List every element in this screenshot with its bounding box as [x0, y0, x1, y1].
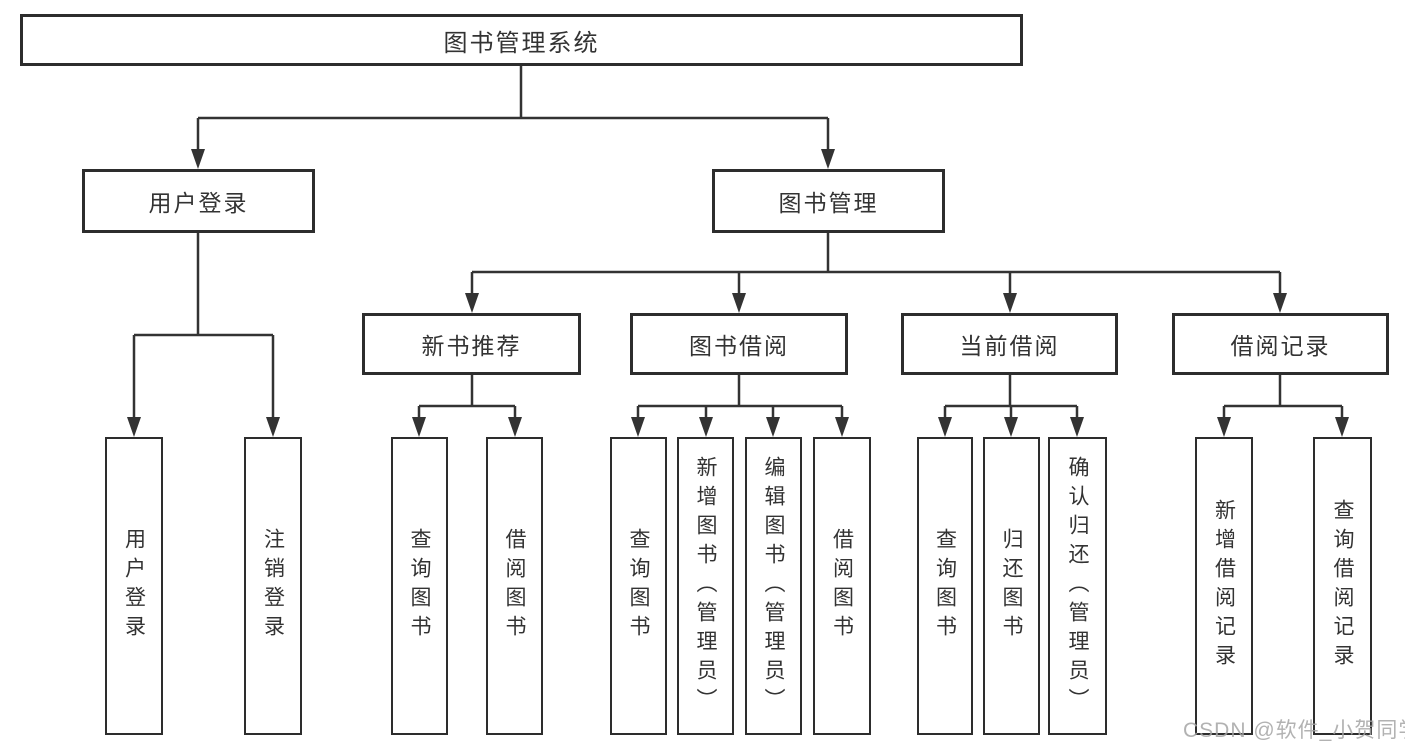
- leaf-return-books: 归还图书: [983, 437, 1040, 735]
- node-borrowing-records-label: 借阅记录: [1230, 333, 1331, 359]
- node-book-borrowing: 图书借阅: [630, 313, 848, 375]
- leaf-borrow-books: 借阅图书: [813, 437, 871, 735]
- watermark: CSDN @软件_小贺同学: [1183, 719, 1405, 742]
- leaf-add-borrow-record: 新增借阅记录: [1195, 437, 1253, 735]
- leaf-edit-book-admin: 编辑图书（管理员）: [745, 437, 802, 735]
- leaf-query-books-borrow-label: 查询图书: [627, 528, 650, 644]
- leaf-query-books-current: 查询图书: [917, 437, 973, 735]
- leaf-add-book-admin-label: 新增图书（管理员）: [694, 455, 717, 717]
- node-book-management-label: 图书管理: [778, 190, 879, 216]
- leaf-query-borrow-record: 查询借阅记录: [1313, 437, 1372, 735]
- leaf-confirm-return-admin-label: 确认归还（管理员）: [1066, 455, 1089, 717]
- leaf-user-login-label: 用户登录: [122, 528, 146, 644]
- leaf-query-books-recommend: 查询图书: [391, 437, 448, 735]
- leaf-query-books-current-label: 查询图书: [933, 528, 957, 644]
- leaf-query-borrow-record-label: 查询借阅记录: [1331, 499, 1354, 673]
- node-current-borrowing-label: 当前借阅: [959, 333, 1060, 359]
- node-new-book-recommend: 新书推荐: [362, 313, 581, 375]
- leaf-borrow-books-recommend: 借阅图书: [486, 437, 543, 735]
- leaf-borrow-books-recommend-label: 借阅图书: [503, 528, 526, 644]
- node-library-system-label: 图书管理系统: [443, 29, 600, 57]
- node-user-login-label: 用户登录: [148, 190, 249, 216]
- leaf-borrow-books-label: 借阅图书: [830, 528, 854, 644]
- leaf-edit-book-admin-label: 编辑图书（管理员）: [762, 455, 785, 717]
- leaf-add-borrow-record-label: 新增借阅记录: [1212, 499, 1236, 673]
- node-current-borrowing: 当前借阅: [901, 313, 1118, 375]
- leaf-query-books-recommend-label: 查询图书: [408, 528, 431, 644]
- node-book-management: 图书管理: [712, 169, 945, 233]
- leaf-return-books-label: 归还图书: [1000, 528, 1023, 644]
- node-new-book-recommend-label: 新书推荐: [421, 333, 522, 359]
- node-user-login: 用户登录: [82, 169, 315, 233]
- leaf-logout-label: 注销登录: [261, 528, 285, 644]
- node-library-system: 图书管理系统: [20, 14, 1023, 66]
- leaf-add-book-admin: 新增图书（管理员）: [677, 437, 734, 735]
- leaf-confirm-return-admin: 确认归还（管理员）: [1048, 437, 1107, 735]
- node-book-borrowing-label: 图书借阅: [689, 333, 789, 359]
- leaf-user-login: 用户登录: [105, 437, 163, 735]
- node-borrowing-records: 借阅记录: [1172, 313, 1389, 375]
- leaf-logout: 注销登录: [244, 437, 302, 735]
- leaf-query-books-borrow: 查询图书: [610, 437, 667, 735]
